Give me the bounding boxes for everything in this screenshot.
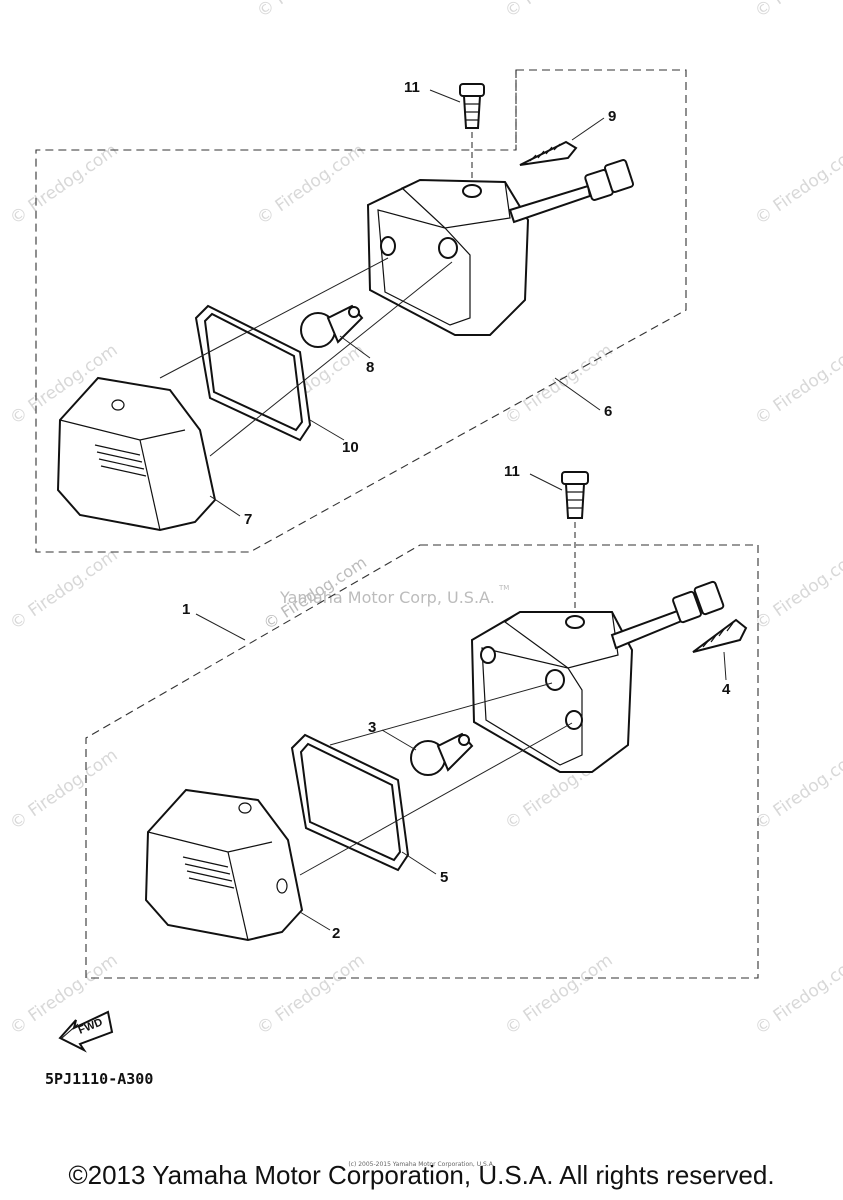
gasket-5 <box>290 733 410 872</box>
top-assembly-boundary <box>35 69 687 553</box>
callout-5: 5 <box>440 869 448 886</box>
watermark: © Firedog.com <box>751 745 843 834</box>
callout-2: 2 <box>332 925 340 942</box>
watermark: © Firedog.com <box>253 0 368 22</box>
watermark: © Firedog.com <box>751 140 843 229</box>
bottom-assembly-boundary <box>85 544 759 979</box>
lens-7 <box>56 376 217 532</box>
small-copyright: (c) 2005-2015 Yamaha Motor Corporation, … <box>348 1161 495 1168</box>
bottom-assembly-group <box>85 471 759 979</box>
center-watermark-company: Yamaha Motor Corp, U.S.A. <box>279 588 495 607</box>
bolt-11-top <box>459 83 485 180</box>
callouts: 11 9 8 6 10 7 11 1 4 3 5 2 <box>182 79 731 942</box>
watermark: © Firedog.com <box>6 140 121 229</box>
gasket-10 <box>194 304 312 442</box>
bolt-11-bottom <box>561 471 589 610</box>
callout-10: 10 <box>342 439 359 456</box>
watermark: © Firedog.com <box>501 340 616 429</box>
watermark: © Firedog.com <box>253 140 368 229</box>
lens-ribs <box>94 444 147 477</box>
bulb-8 <box>300 304 364 348</box>
callout-7: 7 <box>244 511 252 528</box>
watermark: © Firedog.com <box>6 545 121 634</box>
center-watermark-tm: TM <box>498 584 509 592</box>
fwd-arrow: FWD <box>58 1010 114 1053</box>
screw-9 <box>519 140 578 166</box>
callout-11-bottom: 11 <box>504 463 520 480</box>
bulb-3 <box>410 732 474 776</box>
watermark: © Firedog.com <box>751 0 843 22</box>
lamp-housing-bottom <box>470 580 725 773</box>
center-watermark: Yamaha Motor Corp, U.S.A. TM © Firedog.c… <box>260 553 509 634</box>
watermark: © Firedog.com <box>751 545 843 634</box>
copyright-footer: ©2013 Yamaha Motor Corporation, U.S.A. A… <box>68 1160 775 1190</box>
callout-11-top: 11 <box>404 79 420 96</box>
callout-9: 9 <box>608 108 616 125</box>
diagram-code: 5PJ1110-A300 <box>45 1070 153 1088</box>
watermark: © Firedog.com <box>751 950 843 1039</box>
top-assembly-group <box>35 69 687 553</box>
watermark: © Firedog.com <box>253 950 368 1039</box>
watermark: © Firedog.com <box>501 950 616 1039</box>
lens-ribs <box>182 856 235 889</box>
lamp-housing-top <box>366 159 635 336</box>
watermark: © Firedog.com <box>751 340 843 429</box>
callout-4: 4 <box>722 681 731 698</box>
callout-3: 3 <box>368 719 376 736</box>
watermark: © Firedog.com <box>501 0 616 22</box>
callout-6: 6 <box>604 403 612 420</box>
callout-1: 1 <box>182 601 190 618</box>
watermark: © Firedog.com <box>6 745 121 834</box>
screw-4 <box>692 618 748 653</box>
callout-8: 8 <box>366 359 374 376</box>
lens-2 <box>144 788 304 942</box>
